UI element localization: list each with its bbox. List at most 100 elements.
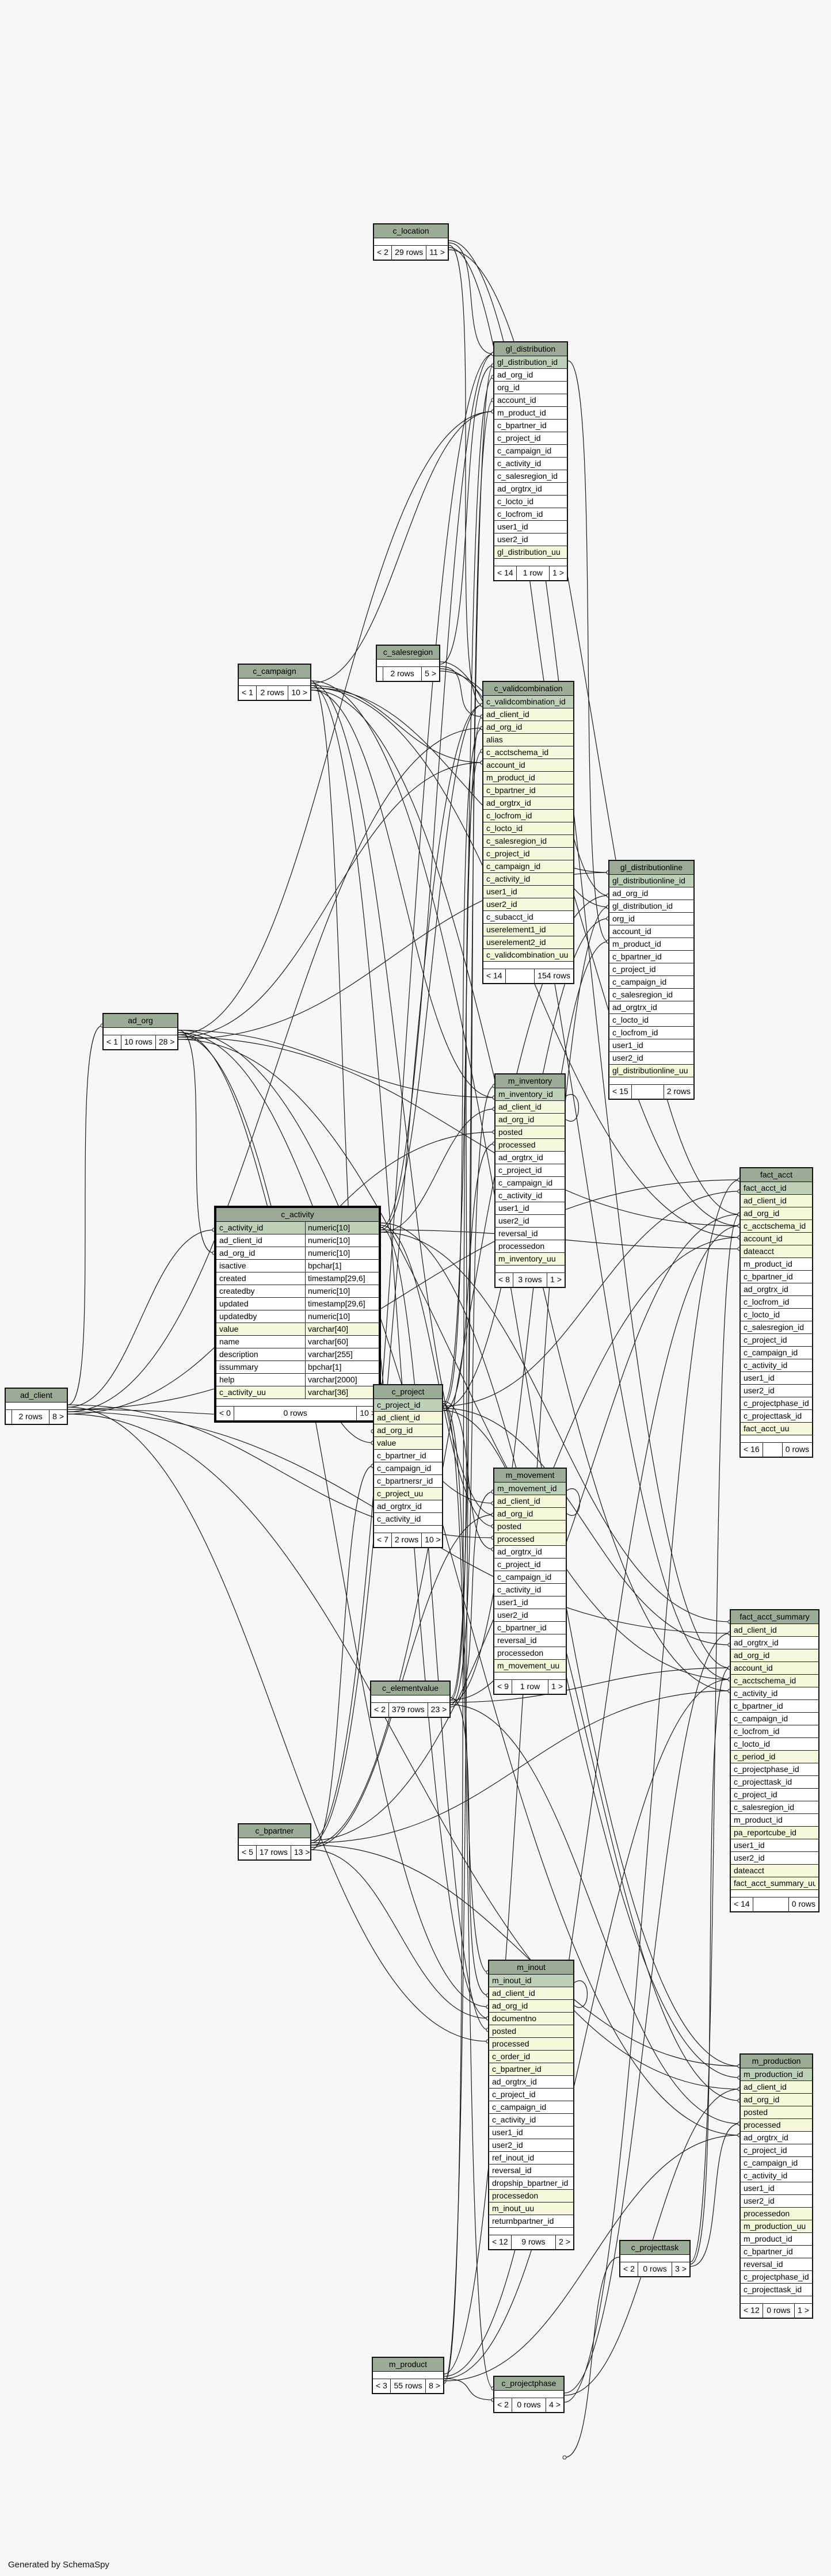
child-count[interactable]: 1 > <box>798 2306 809 2315</box>
column-row[interactable]: c_salesregion_id <box>494 470 567 483</box>
parent-count[interactable]: < 7 <box>374 1533 392 1547</box>
column-row[interactable]: c_activity_id <box>483 873 573 886</box>
column-row[interactable]: ad_org_id <box>494 1508 566 1521</box>
column-row[interactable]: ad_client_id <box>374 1412 442 1424</box>
column-row[interactable]: m_production_id <box>741 2068 812 2081</box>
table-header[interactable]: m_inout <box>489 1961 573 1975</box>
column-row[interactable]: c_locfrom_id <box>741 1296 812 1309</box>
column-row[interactable]: c_activity_id <box>741 1359 812 1372</box>
parent-count[interactable]: < 2 <box>620 2262 638 2276</box>
column-row[interactable]: c_bpartner_id <box>483 784 573 797</box>
column-row[interactable]: c_projectphase_id <box>731 1763 818 1776</box>
child-count[interactable]: 28 > <box>158 1037 175 1046</box>
column-row[interactable]: m_product_id <box>731 1814 818 1827</box>
column-row[interactable]: ad_client_id <box>494 1495 566 1508</box>
column-row[interactable]: c_validcombination_uu <box>483 949 573 962</box>
column-row[interactable]: ad_org_id <box>741 2094 812 2106</box>
column-row[interactable]: ad_org_id <box>489 2000 573 2013</box>
column-row[interactable]: c_campaign_id <box>374 1462 442 1475</box>
column-row[interactable]: c_period_id <box>731 1751 818 1763</box>
column-row[interactable]: user2_id <box>494 534 567 546</box>
column-row[interactable]: m_movement_uu <box>494 1660 566 1672</box>
column-row[interactable]: user2_id <box>495 1215 565 1228</box>
column-row[interactable]: gl_distributionline_id <box>609 875 693 887</box>
column-row[interactable]: ad_org_id <box>494 369 567 382</box>
column-row[interactable]: ad_orgtrx_id <box>495 1152 565 1164</box>
table-header[interactable]: c_bpartner <box>239 1824 310 1838</box>
table-header[interactable]: c_campaign <box>239 665 310 679</box>
table-header[interactable]: m_production <box>741 2055 812 2068</box>
table-header[interactable]: c_activity <box>216 1208 379 1222</box>
parent-count[interactable]: < 0 <box>216 1407 234 1420</box>
column-row[interactable]: user2_id <box>731 1852 818 1865</box>
column-row[interactable]: ad_org_id <box>731 1649 818 1662</box>
column-row[interactable]: returnbpartner_id <box>489 2215 573 2228</box>
column-row[interactable]: processed <box>495 1139 565 1152</box>
column-row[interactable]: c_locto_id <box>609 1014 693 1027</box>
column-row[interactable]: c_activity_id <box>741 2170 812 2182</box>
column-row[interactable]: posted <box>495 1126 565 1139</box>
column-row[interactable]: user2_id <box>494 1609 566 1622</box>
column-row[interactable]: processed <box>741 2119 812 2132</box>
parent-count[interactable]: < 5 <box>239 1846 257 1859</box>
column-row[interactable]: ad_orgtrx_id <box>494 483 567 496</box>
column-row[interactable]: c_project_uu <box>374 1488 442 1500</box>
column-row[interactable]: m_product_id <box>609 938 693 951</box>
column-row[interactable]: user1_id <box>609 1039 693 1052</box>
parent-count[interactable]: < 2 <box>374 246 392 260</box>
table-header[interactable]: ad_client <box>6 1389 67 1403</box>
column-row[interactable]: c_locto_id <box>731 1738 818 1751</box>
column-row[interactable]: m_product_id <box>741 1258 812 1271</box>
column-row[interactable]: account_id <box>483 759 573 772</box>
column-row[interactable]: ad_orgtrx_id <box>731 1637 818 1649</box>
column-row[interactable]: processedon <box>489 2190 573 2202</box>
parent-count[interactable] <box>377 667 383 681</box>
column-row[interactable]: posted <box>494 1521 566 1533</box>
column-row[interactable]: fact_acct_summary_uu <box>731 1877 818 1890</box>
child-count[interactable]: 10 > <box>291 688 307 697</box>
child-count[interactable]: 10 > <box>425 1535 441 1544</box>
column-row[interactable]: gl_distribution_id <box>494 356 567 369</box>
column-row[interactable]: user1_id <box>495 1202 565 1215</box>
column-row[interactable]: reversal_id <box>494 1634 566 1647</box>
table-header[interactable]: fact_acct_summary <box>731 1610 818 1624</box>
column-row[interactable]: ad_orgtrx_id <box>741 2132 812 2144</box>
child-count[interactable]: 5 > <box>425 669 436 678</box>
column-row[interactable]: m_production_uu <box>741 2220 812 2233</box>
column-row[interactable]: c_projecttask_id <box>741 2284 812 2296</box>
column-row[interactable]: c_acctschema_id <box>483 746 573 759</box>
column-row[interactable]: value <box>374 1437 442 1450</box>
column-row[interactable]: c_project_id <box>741 2144 812 2157</box>
column-row[interactable]: c_campaign_id <box>494 1571 566 1584</box>
column-row[interactable]: c_order_id <box>489 2051 573 2063</box>
child-count[interactable]: 1 > <box>551 1682 563 1691</box>
child-count[interactable]: 13 > <box>293 1847 310 1857</box>
table-header[interactable]: m_product <box>373 2358 443 2372</box>
column-row[interactable]: account_id <box>741 1233 812 1245</box>
column-row[interactable]: userelement2_id <box>483 936 573 949</box>
column-row[interactable]: c_project_id <box>495 1164 565 1177</box>
column-row[interactable]: ad_orgtrx_id <box>741 1283 812 1296</box>
column-row[interactable]: gl_distributionline_uu <box>609 1065 693 1077</box>
parent-count[interactable]: < 8 <box>495 1273 513 1287</box>
parent-count[interactable]: < 14 <box>731 1897 753 1911</box>
column-row[interactable]: m_product_id <box>741 2233 812 2246</box>
child-count[interactable]: 1 > <box>552 568 564 577</box>
parent-count[interactable]: < 12 <box>741 2304 763 2318</box>
column-row[interactable]: c_project_id <box>483 848 573 860</box>
column-row[interactable]: user1_id <box>741 2182 812 2195</box>
column-row[interactable]: c_locto_id <box>741 1309 812 1321</box>
